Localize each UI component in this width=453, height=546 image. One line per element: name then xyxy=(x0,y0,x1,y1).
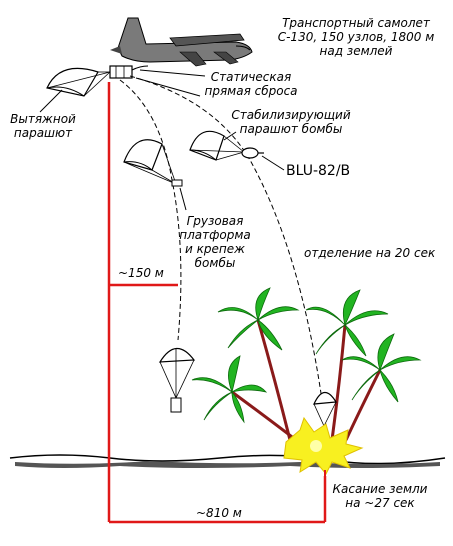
aircraft-label: Транспортный самолет С-130, 150 узлов, 1… xyxy=(277,16,435,58)
pilot-chute-label: Вытяжной парашют xyxy=(10,112,76,140)
platform-trajectory xyxy=(119,79,182,341)
distance-lines xyxy=(107,82,327,524)
static-line-label: Статическая прямая сброса xyxy=(204,70,298,98)
stab-label-pointer xyxy=(223,131,237,141)
separation-label: отделение на 20 сек xyxy=(304,246,436,260)
platform-label-pointer xyxy=(179,187,187,211)
palm-trees xyxy=(191,287,422,442)
platform-parachute-icon xyxy=(123,139,183,187)
platform-label: Грузовая платформа и крепеж бомбы xyxy=(179,214,251,270)
static-line xyxy=(131,65,149,71)
bomb-trajectory xyxy=(129,75,323,401)
impact-label: Касание земли на ~27 сек xyxy=(332,482,428,510)
c130-aircraft-icon xyxy=(110,17,253,67)
bomb-near-ground-icon xyxy=(313,391,338,427)
pilot-parachute-icon xyxy=(46,67,111,97)
stabilizing-chute-label: Стабилизирующий парашют бомбы xyxy=(231,108,351,136)
offset-150-label: ~150 м xyxy=(118,266,164,280)
blu82-bomb-icon xyxy=(241,147,264,159)
descending-platform-parachute-icon xyxy=(158,347,196,413)
ground xyxy=(9,454,446,468)
stabilizing-parachute-icon xyxy=(189,130,245,161)
static-label-pointer xyxy=(139,69,206,77)
offset-810-label: ~810 м xyxy=(196,506,242,520)
bomb-label: BLU-82/B xyxy=(286,163,351,179)
detonation-flash-icon xyxy=(283,416,364,475)
cargo-load-icon xyxy=(109,65,133,79)
bomb-label-pointer xyxy=(261,155,285,171)
pilot-label-pointer xyxy=(39,89,63,113)
static-label-pointer-2 xyxy=(135,77,201,97)
